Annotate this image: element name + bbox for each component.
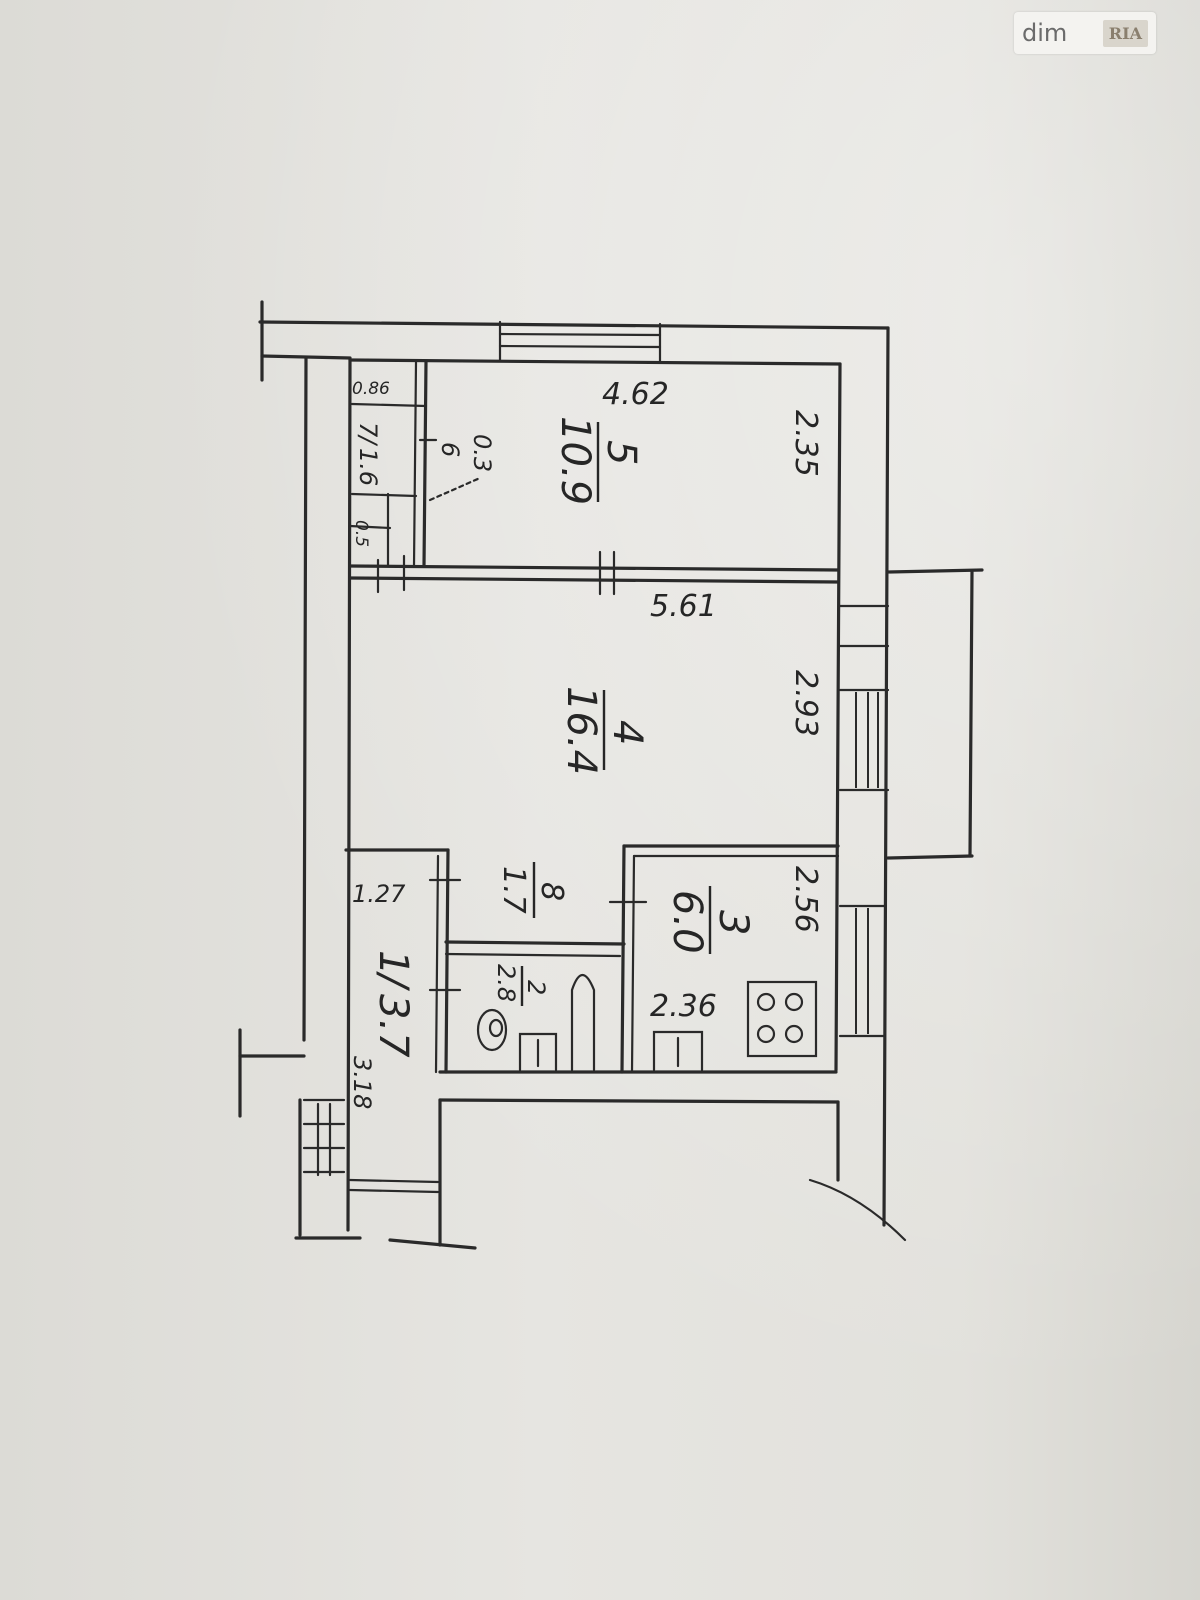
dim-1-27: 1.27 (352, 880, 406, 908)
dim-2-35: 2.35 (788, 410, 823, 477)
room-2-label: 2 2.8 (492, 964, 550, 1006)
room-number-8: 8 (534, 882, 569, 901)
outer-walls (238, 300, 907, 1250)
dim-2-93: 2.93 (788, 670, 823, 737)
room-area-3: 6.0 (664, 890, 710, 954)
dim-4-62: 4.62 (602, 377, 669, 412)
room-7-label: 7 / 1.6 (354, 422, 382, 486)
dim-2-36: 2.36 (650, 989, 717, 1024)
room-8-label: 8 1.7 (496, 862, 569, 918)
room-number-7: 7 (354, 422, 382, 438)
room-6-label: 0.3 6 (436, 434, 496, 472)
partition-5-4 (348, 550, 840, 596)
svg-text:/: / (354, 434, 382, 447)
dim-2-56: 2.56 (788, 866, 823, 933)
room-area-2: 2.8 (492, 964, 520, 1002)
room-number-6: 6 (436, 442, 464, 457)
room-number-3: 3 (710, 910, 756, 935)
room-area-6: 0.3 (468, 434, 496, 472)
lower-partitions (302, 844, 840, 1194)
window-kitchen (838, 904, 886, 1038)
watermark-ria-logo: RIA (1102, 19, 1148, 47)
room-area-8: 1.7 (496, 866, 531, 914)
room-1-label: 1 / 3.7 (370, 950, 416, 1058)
room-area-7: 1.6 (354, 448, 382, 486)
room-area-5: 10.9 (552, 416, 598, 505)
room-4-label: 4 16.4 (558, 686, 650, 775)
room-number-5: 5 (598, 440, 644, 465)
watermark-dim-text: dim (1022, 19, 1068, 47)
dimria-watermark: dim RIA (1014, 12, 1156, 54)
balcony (838, 568, 984, 860)
svg-text:/: / (370, 971, 416, 992)
dim-0-86: 0.86 (352, 379, 390, 399)
room-area-4: 16.4 (558, 686, 604, 775)
room-area-1: 3.7 (370, 994, 416, 1058)
room-number-4: 4 (604, 720, 650, 745)
closets (348, 360, 482, 594)
dim-3-18: 3.18 (348, 1056, 376, 1109)
room-5-label: 5 10.9 (552, 416, 644, 505)
room-number-1: 1 (370, 950, 416, 975)
room-3-label: 3 6.0 (664, 886, 756, 954)
dim-5-61: 5.61 (650, 589, 717, 624)
room-number-2: 2 (522, 980, 550, 995)
dim-0-5: 0.5 (351, 520, 371, 547)
